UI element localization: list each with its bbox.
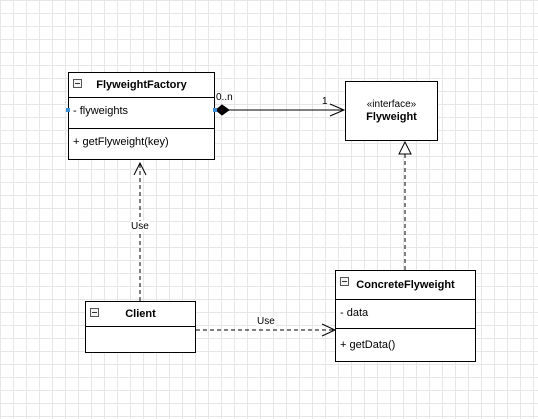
dependency-label-client-factory: Use	[130, 221, 150, 232]
class-client[interactable]: Client	[85, 301, 196, 353]
dependency-label-client-concrete: Use	[256, 316, 276, 327]
operation-get-flyweight: + getFlyweight(key)	[73, 136, 169, 148]
class-name: FlyweightFactory	[96, 79, 187, 91]
collapse-icon[interactable]	[73, 79, 82, 88]
class-name: Client	[125, 308, 156, 320]
interface-name: Flyweight	[366, 111, 417, 123]
interface-flyweight[interactable]: «interface» Flyweight	[345, 81, 438, 141]
connection-port-left[interactable]	[66, 108, 70, 112]
realization-concrete-to-flyweight[interactable]	[398, 140, 412, 270]
class-header: ConcreteFlyweight	[336, 271, 475, 300]
hollow-triangle-arrowhead	[398, 140, 412, 155]
attribute-data: - data	[340, 307, 369, 319]
dependency-client-to-factory[interactable]	[133, 161, 147, 301]
operations-section: + getData()	[336, 329, 475, 351]
open-arrowhead	[133, 161, 147, 176]
attribute-flyweights: - flyweights	[73, 105, 129, 117]
interface-stereotype: «interface»	[366, 99, 417, 110]
open-arrowhead	[329, 103, 346, 117]
operations-section: + getFlyweight(key)	[69, 129, 214, 148]
multiplicity-source-label: 0..n	[216, 92, 233, 103]
composition-diamond	[215, 104, 230, 116]
class-concrete-flyweight[interactable]: ConcreteFlyweight - data + getData()	[335, 270, 476, 362]
class-name: ConcreteFlyweight	[356, 279, 455, 291]
class-header: Client	[86, 302, 195, 327]
composition-factory-to-flyweight[interactable]	[215, 103, 346, 117]
connection-port-right[interactable]	[213, 108, 217, 112]
attributes-section: - data	[336, 300, 475, 329]
collapse-icon[interactable]	[340, 277, 349, 286]
collapse-icon[interactable]	[90, 308, 99, 317]
operation-get-data: + getData()	[340, 339, 396, 351]
multiplicity-target-label: 1	[322, 96, 328, 107]
class-header: FlyweightFactory	[69, 73, 214, 98]
attributes-section: - flyweights	[69, 98, 214, 129]
class-flyweight-factory[interactable]: FlyweightFactory - flyweights + getFlywe…	[68, 72, 215, 160]
